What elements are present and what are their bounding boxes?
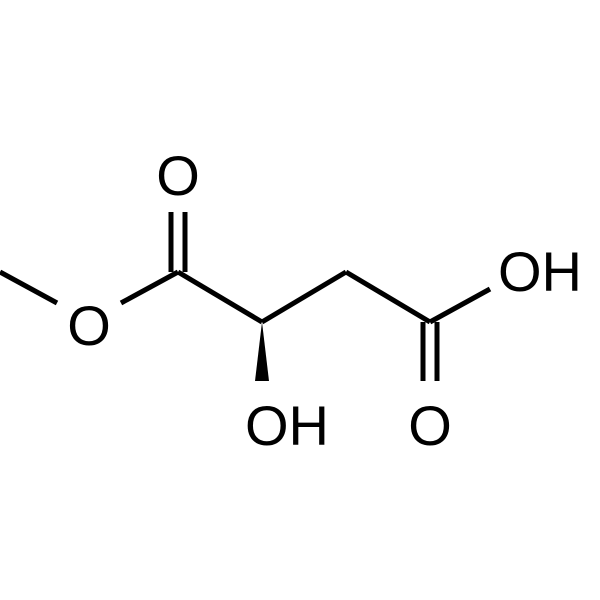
ester-oxygen-label: O [67,294,111,357]
acid-hydroxyl-label: OH [498,240,582,303]
left-carbonyl-oxygen-label: O [156,144,200,207]
bond-acid-carbon-hydroxyl [428,286,492,325]
bond-carbonyl-stereocenter [176,269,264,325]
bond-methyl-oxygen [0,269,59,306]
bond-oxygen-carbonyl-carbon [119,269,180,306]
bond-stereocenter-methylene [260,269,348,325]
wedge-bond-hydroxyl [255,322,269,381]
hydroxyl-label: OH [245,394,329,457]
bond-methylene-acid-carbon [344,269,432,325]
right-carbonyl-oxygen-label: O [408,394,452,457]
